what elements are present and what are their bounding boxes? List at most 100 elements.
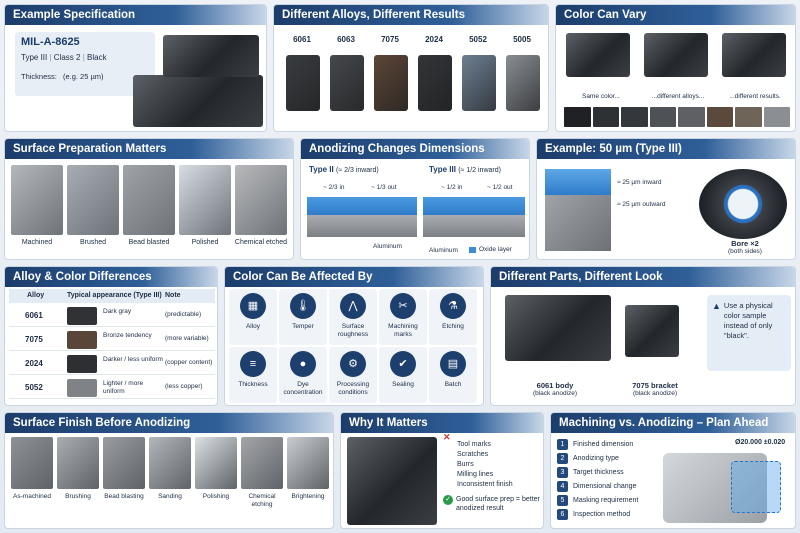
appearance-cell: Dark gray (103, 308, 132, 315)
parts-body-image (505, 295, 611, 361)
step-number: 4 (557, 480, 568, 492)
why-bad-text: Scratches (457, 451, 489, 458)
step-number: 1 (557, 438, 568, 450)
finish-label: Sanding (158, 493, 182, 500)
step-number: 3 (557, 466, 568, 478)
plan-step-label: Inspection method (573, 510, 631, 518)
color-swatch (706, 107, 733, 127)
tools-icon: ✂ (390, 293, 416, 319)
appearance-cell: Darker / less uniform (103, 356, 163, 363)
spec-thickness-value: (e.g. 25 µm) (62, 72, 104, 81)
why-bad-text: Milling lines (457, 471, 494, 478)
surfprep-title: Surface Preparation Matters (5, 139, 293, 159)
dims-type3-metal (423, 215, 525, 237)
example-bore-note: (both sides) (728, 248, 762, 255)
dims-type2-oxide (307, 197, 417, 219)
note-cell: (more variable) (165, 335, 209, 342)
alloy-cell: 7075 (25, 335, 43, 344)
alloycolor-title: Alloy & Color Differences (5, 267, 217, 287)
factor-alloy: ▦Alloy (229, 289, 277, 345)
header-note: Note (165, 292, 181, 299)
example-ring (699, 169, 787, 239)
surface-sample (11, 165, 63, 235)
factor-processing-conditions: ⚙Processing conditions (329, 347, 377, 403)
note-cell: (less copper) (165, 383, 203, 390)
parts-tip: ▲ Use a physical color sample instead of… (707, 295, 791, 371)
vary-part-1 (566, 33, 630, 77)
spec-thickness: Thickness: (e.g. 25 µm) (21, 72, 149, 81)
alloy-cell: 2024 (25, 359, 43, 368)
dims-type2-metal (307, 215, 417, 237)
parts-title: Different Parts, Different Look (491, 267, 795, 287)
finish-label: Polishing (202, 493, 230, 500)
surface-sample (179, 165, 231, 235)
affected-panel: Color Can Be Affected By ▦Alloy🌡Temper⋀S… (224, 266, 484, 406)
oxide-legend-swatch (469, 246, 476, 253)
check-icon: ✓ (443, 495, 453, 505)
plan-step: 4 Dimensional change (557, 479, 655, 493)
cubes-icon: ▦ (240, 293, 266, 319)
alloy-label-5052: 5052 (469, 35, 487, 44)
factor-batch: ▤Batch (429, 347, 477, 403)
example-block-top (545, 169, 611, 197)
why-bad-item: Scratches (443, 443, 541, 458)
why-bad-item: Milling lines (443, 463, 541, 478)
finish-panel: Surface Finish Before Anodizing As-machi… (4, 412, 334, 529)
alloy-sample-6063 (330, 55, 364, 111)
step-number: 5 (557, 494, 568, 506)
surface-sample (67, 165, 119, 235)
dims-type3-label: Type III (429, 165, 456, 174)
dims-type3-note: (≈ 1/2 inward) (458, 167, 501, 174)
parts-body-label: 6061 body (536, 381, 574, 390)
surface-sample (123, 165, 175, 235)
parts-bracket-label: 7075 bracket (632, 381, 678, 390)
thermometer-icon: 🌡 (290, 293, 316, 319)
spec-row: Type III | Class 2 | Black (21, 53, 107, 62)
drop-icon: ● (290, 351, 316, 377)
color-swatch (763, 107, 790, 127)
vary-part-3 (722, 33, 786, 77)
parts-body-caption: 6061 body (black anodize) (515, 381, 595, 397)
finish-title: Surface Finish Before Anodizing (5, 413, 333, 433)
plan-step-label: Anodizing type (573, 454, 619, 462)
color-swatch (621, 107, 648, 127)
color-swatch (735, 107, 762, 127)
factor-label: Processing conditions (336, 381, 370, 396)
alloy-cell: 6061 (25, 311, 43, 320)
dims-title: Anodizing Changes Dimensions (301, 139, 529, 159)
factor-machining-marks: ✂Machining marks (379, 289, 427, 345)
alloy-sample-5005 (506, 55, 540, 111)
vary-part-2 (644, 33, 708, 77)
example-bore: Bore ×2 (both sides) (713, 239, 777, 255)
why-part-image (347, 437, 437, 525)
factor-label: Sealing (392, 381, 414, 388)
example-bore-label: Bore ×2 (731, 239, 759, 248)
finish-sample (11, 437, 53, 489)
layers-icon: ≡ (240, 351, 266, 377)
example-block-body (545, 195, 611, 251)
plan-step-label: Target thickness (573, 468, 624, 476)
alloy-sample-6061 (286, 55, 320, 111)
plan-step-label: Dimensional change (573, 482, 637, 490)
why-good: ✓ Good surface prep = better anodized re… (443, 495, 541, 513)
surface-label: Polished (191, 239, 219, 246)
parts-bracket-image (625, 305, 679, 357)
factor-label: Dye concentration (283, 381, 323, 396)
alloy-label-7075: 7075 (381, 35, 399, 44)
parts-tip-text: Use a physical color sample instead of o… (723, 301, 773, 340)
example-panel: Example: 50 µm (Type III) ≈ 25 µm inward… (536, 138, 796, 260)
why-bad-text: Inconsistent finish (457, 481, 513, 488)
spec-card: MIL-A-8625 Type III | Class 2 | Black Th… (15, 32, 155, 96)
